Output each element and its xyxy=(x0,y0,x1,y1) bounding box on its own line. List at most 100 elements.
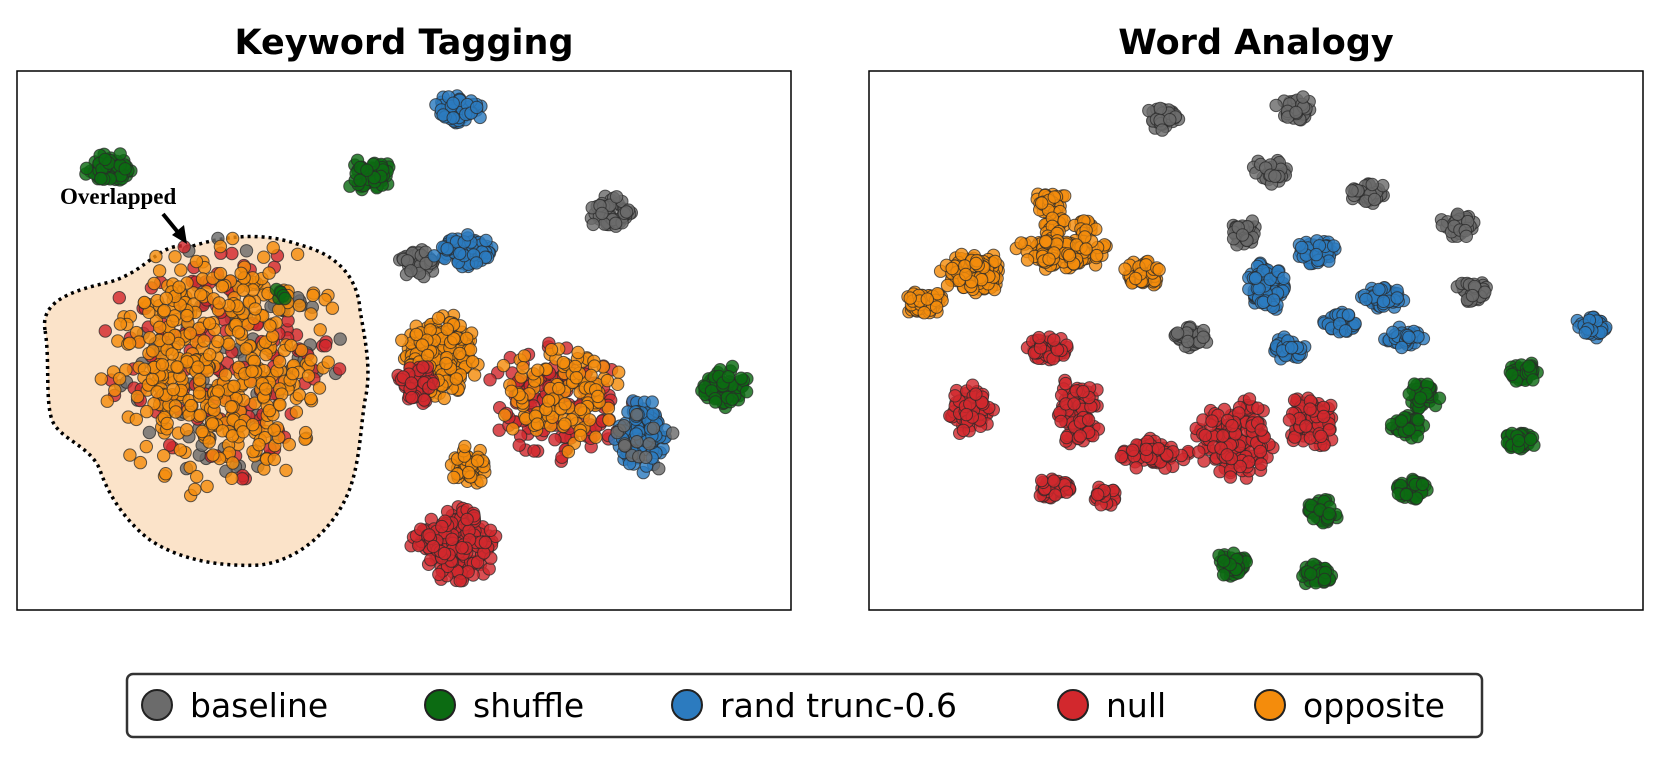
scatter-point xyxy=(440,242,454,256)
cluster-rand-trunc-0-6 xyxy=(1242,256,1291,316)
cluster-opposite xyxy=(1009,226,1113,276)
scatter-point xyxy=(166,314,180,328)
scatter-point xyxy=(595,206,609,221)
scatter-point xyxy=(447,332,461,346)
scatter-point xyxy=(239,244,254,258)
cluster-baseline xyxy=(393,243,440,284)
scatter-point xyxy=(153,320,167,334)
scatter-point xyxy=(446,111,460,125)
scatter-point xyxy=(190,469,204,484)
scatter-point xyxy=(1062,248,1077,263)
cluster-null xyxy=(1189,392,1280,485)
scatter-point xyxy=(498,408,512,422)
scatter-point xyxy=(405,390,419,405)
scatter-point xyxy=(170,360,184,374)
scatter-point xyxy=(571,345,585,360)
scatter-point xyxy=(98,324,113,338)
scatter-point xyxy=(431,311,446,325)
scatter-point xyxy=(289,405,304,419)
scatter-point xyxy=(417,393,431,407)
cluster-shuffle xyxy=(1384,409,1431,445)
scatter-point xyxy=(1402,422,1416,437)
scatter-point xyxy=(112,291,127,305)
scatter-point xyxy=(284,338,298,353)
scatter-point xyxy=(530,417,545,431)
scatter-point xyxy=(160,416,174,431)
cluster-opposite xyxy=(1118,254,1166,292)
scatter-point xyxy=(225,471,239,485)
scatter-point xyxy=(94,372,109,386)
scatter-point xyxy=(630,435,644,449)
scatter-point xyxy=(1059,430,1074,445)
scatter-point xyxy=(1287,393,1302,407)
scatter-point xyxy=(306,288,320,302)
scatter-point xyxy=(267,452,281,467)
scatter-point xyxy=(1317,572,1332,587)
scatter-point xyxy=(422,528,436,542)
scatter-point xyxy=(318,339,333,353)
scatter-point xyxy=(959,407,974,422)
scatter-point xyxy=(290,247,305,262)
scatter-point xyxy=(213,239,228,254)
scatter-point xyxy=(262,403,277,418)
scatter-point xyxy=(272,355,287,369)
scatter-point xyxy=(100,394,115,408)
scatter-point xyxy=(462,465,476,480)
scatter-point xyxy=(177,240,191,254)
panel-word-analogy: Word Analogy xyxy=(868,23,1644,611)
cluster-opposite xyxy=(933,247,1005,300)
plot-frame xyxy=(16,70,792,611)
scatter-point xyxy=(940,278,955,293)
legend-label: opposite xyxy=(1303,686,1445,725)
scatter-point xyxy=(1251,401,1265,415)
scatter-point xyxy=(180,423,194,437)
scatter-point xyxy=(469,256,484,270)
scatter-point xyxy=(113,147,127,161)
legend-label: null xyxy=(1106,686,1166,725)
scatter-point xyxy=(461,228,475,242)
scatter-point xyxy=(1505,367,1519,382)
scatter-point xyxy=(1327,239,1341,253)
scatter-point xyxy=(1196,330,1210,344)
scatter-point xyxy=(259,382,273,396)
legend-label: shuffle xyxy=(473,686,584,725)
scatter-point xyxy=(589,430,603,444)
scatter-point xyxy=(739,385,754,399)
scatter-point xyxy=(267,423,281,437)
legend-marker xyxy=(1057,689,1089,721)
panel-keyword-tagging: Keyword Tagging Overlapped xyxy=(16,23,792,611)
scatter-point xyxy=(1047,190,1062,204)
cluster-shuffle xyxy=(1503,356,1544,388)
scatter-point xyxy=(279,463,293,478)
scatter-point xyxy=(152,264,167,278)
scatter-point xyxy=(200,479,214,494)
scatter-point xyxy=(586,217,600,232)
scatter-point xyxy=(1047,474,1061,488)
scatter-point xyxy=(556,355,571,370)
scatter-point xyxy=(227,379,241,393)
scatter-point xyxy=(139,439,154,454)
scatter-point xyxy=(470,454,485,468)
cluster-shuffle xyxy=(1296,557,1339,591)
scatter-point xyxy=(168,250,182,264)
scatter-point xyxy=(304,391,318,406)
scatter-point xyxy=(246,418,260,432)
scatter-point xyxy=(234,266,248,280)
scatter-point xyxy=(541,394,556,408)
scatter-point xyxy=(453,574,467,588)
scatter-point xyxy=(231,325,246,339)
scatter-point xyxy=(112,372,127,386)
cluster-null xyxy=(1020,330,1074,367)
scatter-point xyxy=(1402,330,1416,344)
scatter-point xyxy=(118,162,132,176)
scatter-point xyxy=(1253,444,1268,459)
scatter-point xyxy=(1128,271,1143,286)
scatter-point xyxy=(1341,308,1356,322)
scatter-point xyxy=(206,448,220,462)
scatter-point xyxy=(159,291,174,305)
scatter-point xyxy=(552,381,566,396)
scatter-point xyxy=(248,302,263,316)
scatter-point xyxy=(1114,449,1129,464)
scatter-point xyxy=(439,356,453,371)
